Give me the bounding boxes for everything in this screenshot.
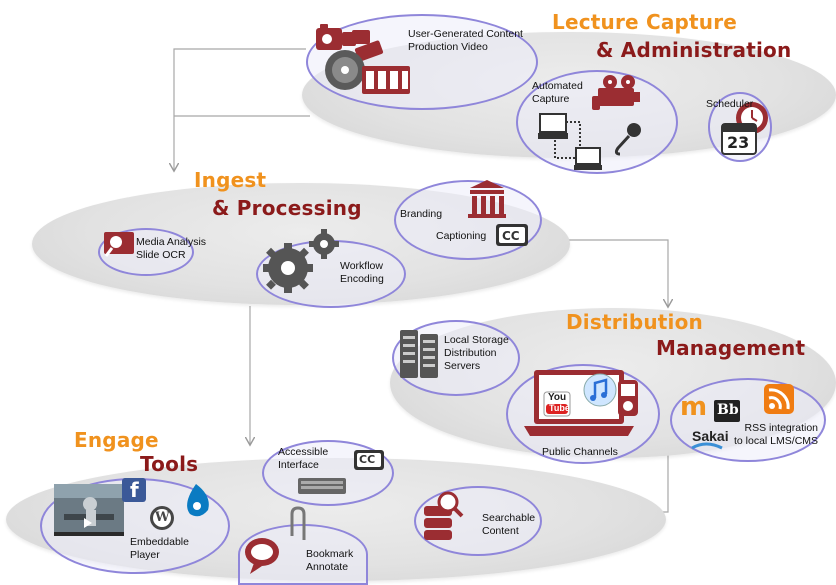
blackboard-icon	[714, 400, 740, 422]
workflow-label: Workflow Encoding	[340, 260, 384, 285]
speech-bubble-icon	[245, 538, 279, 574]
distribution-title: Distribution	[566, 310, 703, 334]
blackboard-text: Bb	[717, 402, 739, 418]
youtube-text-top: You	[548, 392, 567, 403]
management-title: Management	[656, 336, 806, 360]
disc-icon	[325, 50, 365, 90]
embeddable-player-label: Embeddable Player	[130, 536, 189, 561]
gear-large-icon	[263, 243, 313, 293]
wordpress-text: W	[155, 510, 170, 525]
facebook-icon	[122, 478, 146, 502]
projector-icon	[598, 75, 640, 106]
closed-caption-engage-text: CC	[359, 453, 376, 466]
scheduler-label: Scheduler	[706, 98, 754, 110]
lecture-capture-title: Lecture Capture	[552, 10, 738, 34]
calendar-day-number: 23	[727, 133, 750, 152]
tools-title: Tools	[140, 452, 199, 476]
itunes-icon	[583, 373, 617, 407]
magnifier-screen-icon	[104, 232, 134, 257]
bookmark-annotate-label: Bookmark Annotate	[306, 548, 354, 573]
media-analysis-label: Media Analysis Slide OCR	[136, 236, 207, 261]
video-camera-icon	[352, 30, 384, 62]
processing-title: & Processing	[212, 196, 362, 220]
keyboard-icon	[298, 478, 346, 494]
sakai-icon	[691, 442, 723, 450]
sakai-text: Sakai	[692, 428, 729, 444]
network-lines-icon	[554, 121, 581, 159]
database-search-icon	[424, 491, 464, 540]
media-player-icon	[618, 380, 638, 416]
youtube-icon	[543, 391, 571, 417]
ugc-label: User-Generated Content Production Video	[408, 28, 523, 53]
computer-right-icon	[574, 147, 602, 170]
public-channels-label: Public Channels	[542, 446, 618, 458]
branding-bubble	[394, 180, 542, 260]
lecture-administration-title: & Administration	[596, 38, 792, 62]
ugc-bubble	[306, 14, 538, 110]
film-strip-icon	[362, 66, 410, 94]
drupal-icon	[187, 484, 209, 517]
camera-small-icon	[592, 96, 600, 110]
local-storage-label: Local Storage Distribution Servers	[444, 334, 509, 372]
closed-caption-engage-icon	[354, 450, 384, 470]
closed-caption-text: CC	[502, 229, 520, 243]
computer-left-icon	[538, 113, 568, 139]
rss-bubble	[670, 378, 826, 462]
microphone-icon	[614, 123, 641, 156]
facebook-text: f	[130, 478, 139, 502]
video-player-icon	[54, 484, 124, 536]
captioning-label: Captioning	[436, 230, 487, 242]
paperclip-icon	[290, 506, 306, 540]
calendar-icon	[721, 123, 757, 155]
arrow-lecture-to-ingest	[174, 48, 306, 170]
rss-label: RSS integration to local LMS/CMS	[734, 422, 819, 447]
institution-icon	[468, 180, 506, 218]
closed-caption-icon	[496, 224, 528, 246]
youtube-text-bottom: Tube	[549, 403, 570, 413]
automated-capture-label: Automated Capture	[532, 80, 583, 105]
gear-small-icon	[309, 229, 339, 259]
moodle-icon: m	[680, 392, 708, 422]
branding-label: Branding	[400, 208, 443, 220]
wordpress-icon	[150, 506, 174, 530]
accessible-interface-label: Accessible Interface	[278, 446, 329, 471]
ingest-title: Ingest	[194, 168, 267, 192]
arrow-ingest-to-distribution	[568, 239, 668, 306]
engage-title: Engage	[74, 428, 159, 452]
searchable-content-label: Searchable Content	[482, 512, 536, 537]
server-rack-icon	[400, 330, 438, 378]
rss-feed-icon	[764, 384, 794, 414]
